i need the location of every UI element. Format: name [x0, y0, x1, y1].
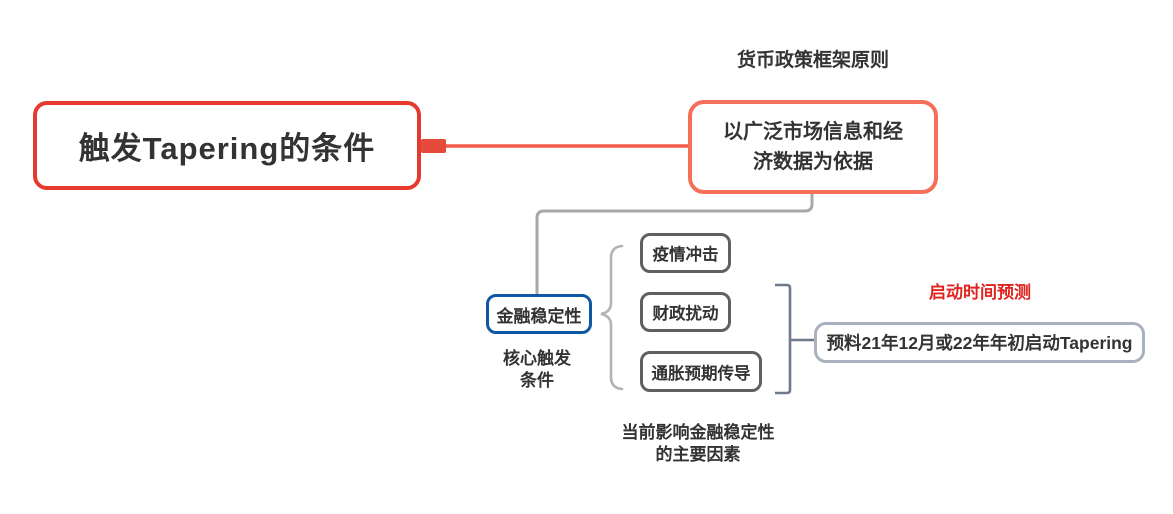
factors-annotation-label: 当前影响金融稳定性 的主要因素: [621, 423, 775, 465]
bracket-connector: [775, 283, 814, 395]
branch-annotation-label: 货币政策框架原则: [736, 50, 889, 71]
root-connector-nub: [421, 139, 446, 153]
prediction-annotation-label: 启动时间预测: [929, 283, 1031, 302]
factor-node-fiscal[interactable]: 财政扰动: [640, 292, 731, 332]
financial-stability-node[interactable]: 金融稳定性: [486, 294, 592, 334]
prediction-node[interactable]: 预料21年12月或22年年初启动Tapering: [814, 322, 1145, 363]
factor-node-inflation[interactable]: 通胀预期传导: [640, 351, 762, 392]
branch-core-connector: [535, 194, 814, 294]
core-annotation-label: 核心触发 条件: [503, 349, 571, 391]
principle-node[interactable]: 以广泛市场信息和经 济数据为依据: [688, 100, 938, 194]
root-topic-node[interactable]: 触发Tapering的条件: [33, 101, 421, 190]
brace-connector: [600, 244, 624, 391]
factor-node-pandemic[interactable]: 疫情冲击: [640, 233, 731, 273]
